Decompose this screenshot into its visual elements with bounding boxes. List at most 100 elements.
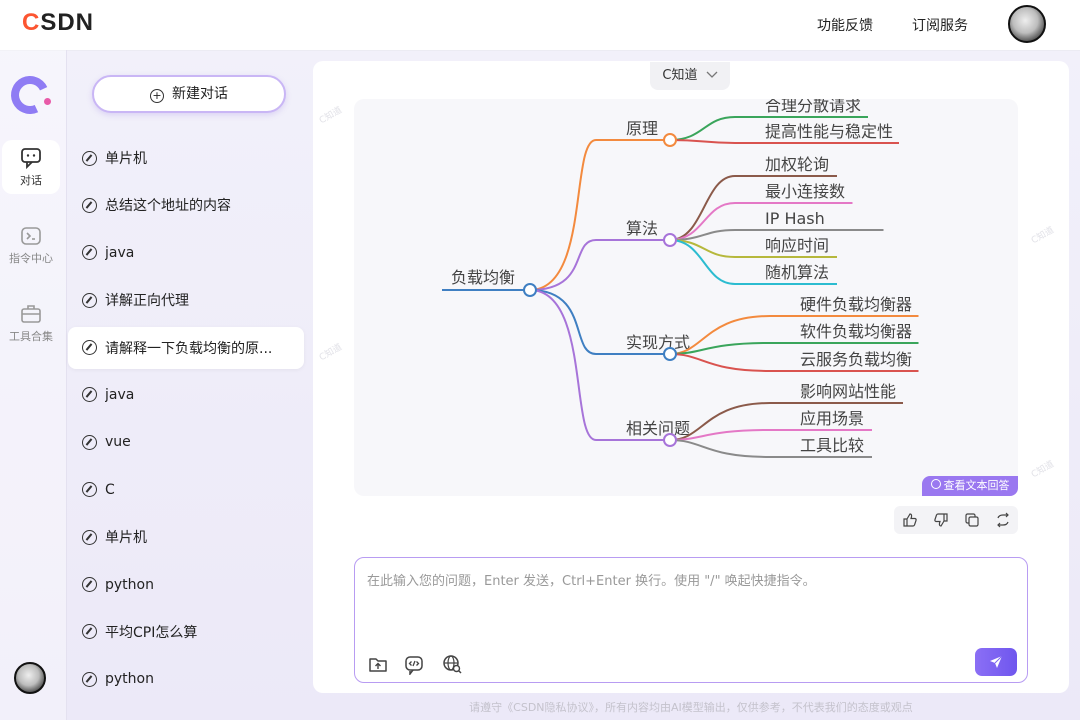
folder-upload-icon[interactable] (367, 653, 389, 675)
mindmap-branch-node[interactable] (663, 133, 677, 147)
mindmap-leaf-label: 随机算法 (765, 263, 829, 282)
chat-history-item[interactable]: 请解释一下负载均衡的原... (68, 326, 304, 369)
model-label: C知道 (662, 68, 698, 83)
plus-circle-icon: + (150, 89, 164, 103)
chat-history-label: java (105, 386, 135, 403)
mindmap-branch-node[interactable] (663, 433, 677, 447)
mindmap-leaf-label: IP Hash (765, 209, 825, 228)
chat-history-label: 单片机 (105, 530, 147, 547)
question-input-box (354, 557, 1028, 683)
mindmap-branch-label: 实现方式 (626, 333, 690, 352)
edit-chat-icon (82, 529, 97, 545)
mindmap-branch-connector (529, 289, 670, 441)
web-search-icon[interactable] (441, 653, 463, 675)
thumbs-up-button[interactable] (900, 510, 920, 530)
rail-item-commands[interactable]: 指令中心 (2, 218, 60, 272)
top-bar: CSDN 功能反馈 订阅服务 (0, 0, 1080, 50)
nav-feedback[interactable]: 功能反馈 (817, 18, 873, 34)
mindmap-leaf-label: 合理分散请求 (765, 99, 861, 115)
edit-chat-icon (82, 197, 97, 213)
model-selector[interactable]: C知道 (650, 62, 730, 90)
chat-history-item[interactable]: 详解正向代理 (68, 279, 304, 321)
mindmap-root-label: 负载均衡 (451, 268, 515, 287)
copy-button[interactable] (962, 510, 982, 530)
chat-history-item[interactable]: 总结这个地址的内容 (68, 184, 304, 226)
chat-history-label: vue (105, 434, 131, 451)
chat-history-item[interactable]: python (68, 658, 304, 700)
mindmap-branch-label: 相关问题 (626, 419, 690, 438)
view-text-answer-button[interactable]: 查看文本回答 (922, 476, 1018, 496)
rail-label-tools: 工具合集 (9, 330, 53, 343)
mindmap-branch-label: 原理 (626, 119, 658, 138)
toolbox-icon (21, 305, 41, 323)
mindmap-leaf-label: 工具比较 (800, 436, 864, 455)
rail-avatar[interactable] (14, 662, 46, 694)
logo-dot (44, 98, 51, 105)
mindmap-leaf-label: 影响网站性能 (800, 382, 896, 401)
mindmap-leaf-connector (669, 116, 868, 141)
copy-icon (964, 513, 979, 527)
edit-chat-icon (82, 292, 97, 308)
chat-history-item[interactable]: python (68, 564, 304, 606)
chat-history-label: C (105, 481, 115, 498)
mindmap-leaf-label: 提高性能与稳定性 (765, 122, 893, 141)
chat-history-item[interactable]: vue (68, 421, 304, 463)
thumbs-down-button[interactable] (931, 510, 951, 530)
chat-history-label: python (105, 576, 154, 593)
chat-history-item[interactable]: 单片机 (68, 137, 304, 179)
csdn-logo[interactable]: CSDN (22, 9, 95, 36)
send-button[interactable] (975, 648, 1017, 676)
chat-history-item[interactable]: java (68, 232, 304, 274)
rail-label-chat: 对话 (20, 174, 42, 187)
refresh-icon (996, 512, 1009, 528)
chat-history-label: python (105, 671, 154, 688)
mindmap-leaf-connector (669, 202, 853, 241)
user-avatar[interactable] (1008, 5, 1046, 43)
edit-chat-icon (82, 340, 97, 356)
chat-history-label: java (105, 244, 135, 261)
view-text-label: 查看文本回答 (943, 479, 1010, 492)
c-zhidao-logo-icon (5, 70, 55, 120)
mindmap-leaf-label: 加权轮询 (765, 155, 829, 174)
mindmap-branch-connector (529, 239, 670, 291)
mindmap-leaf-label: 响应时间 (765, 236, 829, 255)
mindmap-leaf-label: 云服务负载均衡 (800, 350, 912, 369)
chat-history-item[interactable]: 平均CPI怎么算 (68, 611, 304, 653)
chat-history-item[interactable]: java (68, 374, 304, 416)
regenerate-button[interactable] (993, 510, 1013, 530)
mindmap-leaf-connector (669, 429, 872, 441)
rail-item-chat[interactable]: 对话 (2, 140, 60, 194)
mindmap-branch-node[interactable] (663, 347, 677, 361)
chat-history-label: 总结这个地址的内容 (105, 198, 231, 215)
mindmap-leaf-connector (669, 353, 919, 372)
chevron-down-icon (706, 71, 718, 78)
thumbs-down-icon (933, 513, 948, 527)
nav-subscription[interactable]: 订阅服务 (912, 18, 968, 34)
mindmap-branch-connector (529, 289, 670, 355)
rail-item-tools[interactable]: 工具合集 (2, 296, 60, 350)
left-rail: 对话 指令中心 工具合集 (0, 50, 67, 720)
edit-chat-icon (82, 245, 97, 261)
answer-actions (894, 506, 1018, 534)
thumbs-up-icon (902, 513, 917, 527)
edit-chat-icon (82, 387, 97, 403)
disclaimer-footer: 请遵守《CSDN隐私协议》，所有内容均由AI模型输出，仅供参考，不代表我们的态度… (469, 701, 913, 714)
chat-history-item[interactable]: 单片机 (68, 516, 304, 558)
chat-history-label: 详解正向代理 (105, 293, 189, 310)
edit-chat-icon (82, 577, 97, 593)
new-chat-button[interactable]: +新建对话 (92, 75, 286, 113)
question-input[interactable] (365, 568, 1019, 632)
mindmap-leaf-connector (669, 342, 919, 355)
chat-icon (21, 148, 41, 170)
mindmap-root-node[interactable] (523, 283, 537, 297)
mindmap-branch-node[interactable] (663, 233, 677, 247)
mindmap-leaf-label: 应用场景 (800, 409, 864, 428)
chat-history-item[interactable]: C (68, 469, 304, 511)
edit-chat-icon (82, 624, 97, 640)
chat-history-label: 请解释一下负载均衡的原... (105, 340, 273, 357)
code-snippet-icon[interactable] (403, 653, 425, 675)
edit-chat-icon (82, 482, 97, 498)
